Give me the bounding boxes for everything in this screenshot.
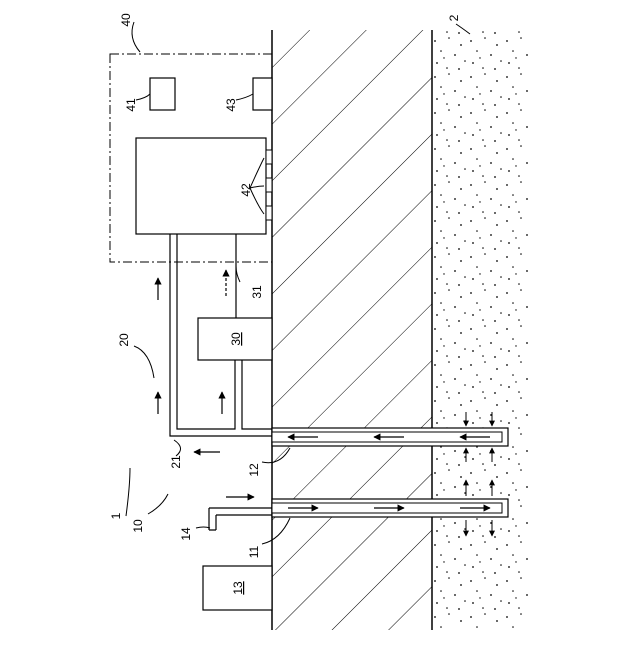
leader-1	[126, 468, 130, 516]
label-30: 30	[229, 332, 243, 346]
box-41	[150, 78, 175, 110]
leader-10	[148, 494, 168, 514]
hatched-wall	[272, 30, 432, 630]
label-20: 20	[117, 333, 131, 347]
label-21: 21	[169, 455, 183, 469]
label-2: 2	[447, 14, 461, 21]
leader-14	[196, 527, 210, 528]
leader-20	[134, 346, 154, 378]
terminal-42a	[266, 150, 272, 164]
label-41: 41	[124, 98, 138, 112]
label-14: 14	[179, 527, 193, 541]
ground-region	[432, 30, 528, 630]
label-11: 11	[247, 545, 261, 558]
leader-31	[236, 266, 240, 282]
leader-43	[236, 94, 253, 100]
label-40: 40	[119, 13, 133, 27]
leader-40	[132, 22, 140, 52]
box-43	[253, 78, 272, 110]
leader-21	[174, 440, 181, 456]
label-31: 31	[250, 285, 264, 299]
label-43: 43	[224, 98, 238, 112]
pipe-21-inner-b	[242, 360, 272, 429]
label-13: 13	[231, 581, 245, 595]
label-12: 12	[247, 463, 261, 477]
label-42: 42	[239, 183, 253, 197]
label-1: 1	[109, 512, 123, 519]
terminal-42b	[266, 178, 272, 192]
inlet-pipe-14	[209, 508, 272, 530]
leader-41	[136, 94, 150, 100]
label-10: 10	[131, 519, 145, 533]
terminal-42c	[266, 206, 272, 220]
